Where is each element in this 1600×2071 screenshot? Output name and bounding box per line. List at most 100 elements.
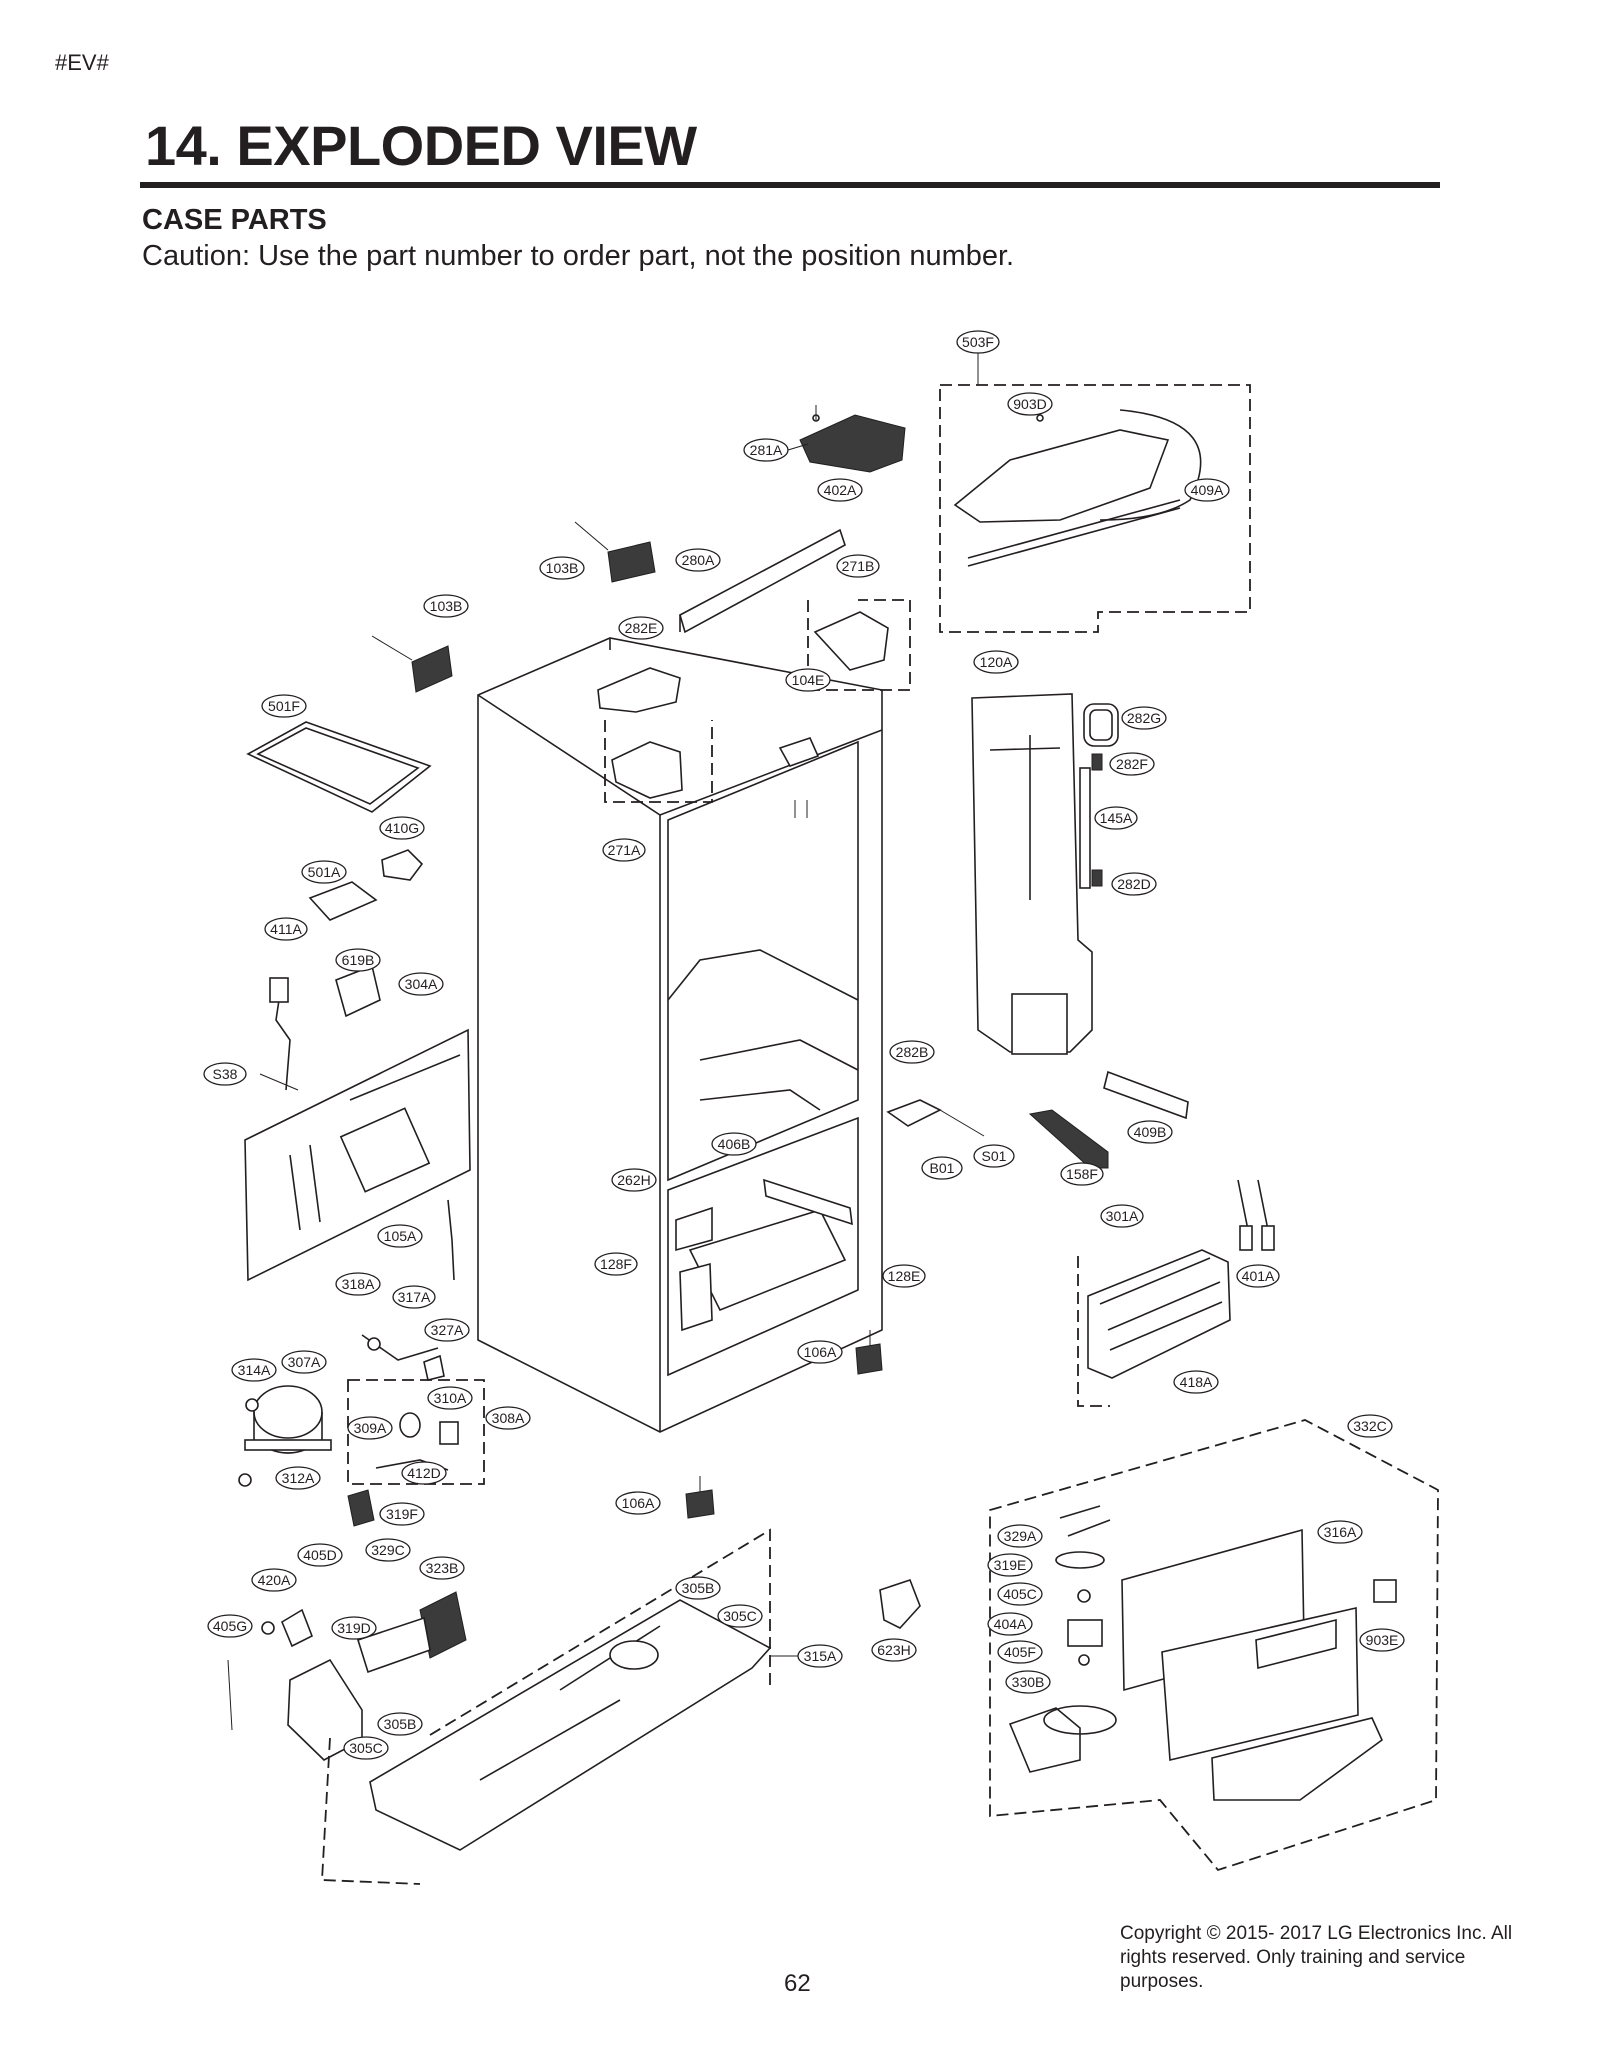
left-side-parts [244,721,471,1282]
callout-418A: 418A [1173,1370,1219,1394]
svg-text:409B: 409B [1134,1124,1167,1140]
svg-text:106A: 106A [622,1495,655,1511]
svg-text:401A: 401A [1242,1268,1275,1284]
callout-309A: 309A [347,1416,393,1440]
svg-text:314A: 314A [238,1362,271,1378]
svg-text:409A: 409A [1191,482,1224,498]
title-underline [140,182,1440,188]
svg-text:327A: 327A [431,1322,464,1338]
callout-104E: 104E [785,668,831,692]
callout-labels: 503F 903D 281A 402A 409A 103B 280A 271B … [203,330,1405,1760]
callout-305B-left: 305B [377,1712,423,1736]
callout-332C: 332C [1347,1414,1393,1438]
svg-text:282E: 282E [625,620,658,636]
dispenser-assembly-503F [939,384,1251,633]
callout-319D: 319D [331,1616,377,1640]
svg-text:309A: 309A [354,1420,387,1436]
svg-text:323B: 323B [426,1560,459,1576]
svg-text:411A: 411A [270,921,302,937]
callout-S38: S38 [203,1062,247,1086]
callout-308A: 308A [485,1406,531,1430]
callout-314A: 314A [231,1358,277,1382]
svg-text:310A: 310A [434,1390,467,1406]
svg-text:120A: 120A [980,654,1013,670]
svg-text:281A: 281A [750,442,783,458]
callout-315A: 315A [770,1644,843,1668]
svg-text:105A: 105A [384,1228,417,1244]
callout-409A: 409A [1184,478,1230,502]
svg-text:301A: 301A [1106,1208,1139,1224]
callout-330B: 330B [1005,1670,1051,1694]
svg-text:315A: 315A [804,1648,837,1664]
svg-text:280A: 280A [682,552,715,568]
callout-503F: 503F [956,330,1000,385]
callout-501A: 501A [301,860,347,884]
svg-text:305B: 305B [384,1716,417,1732]
svg-text:319E: 319E [994,1557,1027,1573]
svg-text:282B: 282B [896,1044,929,1060]
callout-903E: 903E [1359,1628,1405,1652]
callout-304A: 304A [398,972,444,996]
svg-text:418A: 418A [1180,1374,1213,1390]
callout-280A: 280A [675,548,721,572]
svg-text:332C: 332C [1353,1418,1386,1434]
callout-106A-left: 106A [615,1491,661,1515]
callout-262H: 262H [611,1168,657,1192]
svg-text:329C: 329C [371,1542,404,1558]
svg-text:405C: 405C [1003,1586,1036,1602]
callout-619B: 619B [335,948,381,972]
svg-text:282G: 282G [1127,710,1161,726]
callout-623H: 623H [871,1638,917,1662]
svg-text:128E: 128E [888,1268,921,1284]
callout-903D: 903D [1007,392,1053,416]
svg-text:410G: 410G [385,820,419,836]
callout-312A: 312A [275,1466,321,1490]
callout-120A: 120A [973,650,1019,674]
callout-406B: 406B [711,1132,757,1156]
callout-307A: 307A [281,1350,327,1374]
document-tag: #EV# [55,50,109,75]
callout-405F: 405F [997,1640,1043,1664]
svg-text:103B: 103B [546,560,579,576]
svg-text:104E: 104E [792,672,825,688]
callout-319F: 319F [379,1502,425,1526]
callout-128F: 128F [594,1252,638,1276]
section-heading: CASE PARTS [142,204,327,236]
svg-text:405D: 405D [303,1547,336,1563]
copyright-notice: Copyright © 2015- 2017 LG Electronics In… [1120,1923,1513,1992]
callout-301A: 301A [1100,1204,1144,1228]
svg-text:316A: 316A [1324,1524,1357,1540]
svg-text:619B: 619B [342,952,375,968]
svg-text:B01: B01 [930,1160,955,1176]
cabinet-drawing [477,528,883,1433]
callout-404A: 404A [987,1612,1033,1636]
svg-text:305C: 305C [349,1740,382,1756]
callout-317A: 317A [392,1285,436,1309]
callout-305B-right: 305B [675,1576,721,1600]
svg-text:503F: 503F [962,334,994,350]
callout-158F: 158F [1060,1162,1104,1186]
callout-401A: 401A [1236,1264,1280,1288]
svg-text:501A: 501A [308,864,341,880]
callout-128E: 128E [882,1264,926,1288]
svg-text:262H: 262H [617,1172,650,1188]
callout-282F: 282F [1109,752,1155,776]
evaporator-and-fan-parts [989,1179,1439,1872]
callout-405D: 405D [297,1543,343,1567]
svg-text:271B: 271B [842,558,875,574]
callout-318A: 318A [335,1272,381,1296]
callout-327A: 327A [424,1318,470,1342]
callout-282E: 282E [618,616,664,640]
callout-282B: 282B [889,1040,935,1064]
svg-text:405G: 405G [213,1618,247,1634]
svg-text:307A: 307A [288,1354,321,1370]
callout-329A: 329A [997,1524,1043,1548]
callout-310A: 310A [427,1386,473,1410]
svg-text:158F: 158F [1066,1166,1098,1182]
svg-text:318A: 318A [342,1276,375,1292]
callout-282D: 282D [1111,872,1157,896]
svg-text:319D: 319D [337,1620,370,1636]
svg-text:903D: 903D [1013,396,1046,412]
svg-text:128F: 128F [600,1256,632,1272]
